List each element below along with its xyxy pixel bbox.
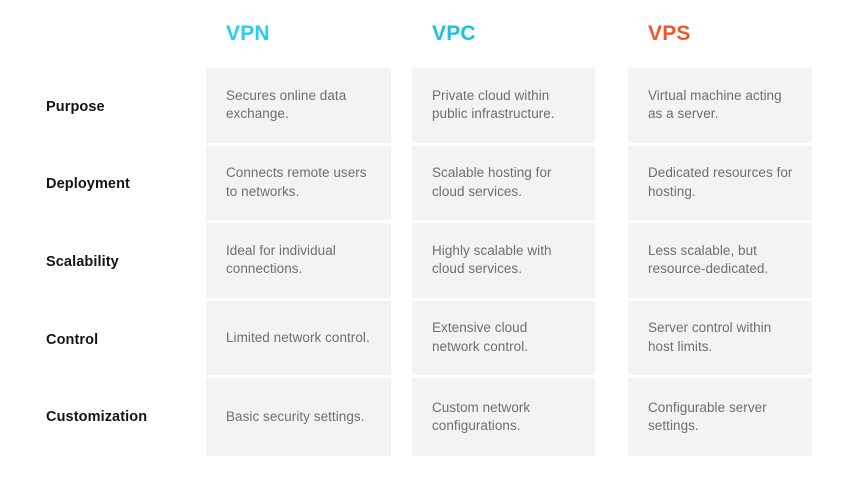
cell-purpose-vpn: Secures online data exchange. bbox=[206, 68, 391, 143]
cell-customization-vps: Configurable server settings. bbox=[628, 378, 812, 456]
cell-control-vpn: Limited network control. bbox=[206, 300, 391, 376]
column-header-vpn: VPN bbox=[226, 22, 270, 45]
cell-purpose-vpc: Private cloud within public infrastructu… bbox=[412, 68, 595, 143]
row-label-purpose: Purpose bbox=[46, 98, 105, 115]
cell-control-vpc: Extensive cloud network control. bbox=[412, 300, 595, 376]
row-label-scalability: Scalability bbox=[46, 253, 119, 270]
row-label-control: Control bbox=[46, 331, 99, 348]
cell-scalability-vpc: Highly scalable with cloud services. bbox=[412, 223, 595, 298]
column-header-vpc: VPC bbox=[432, 22, 476, 45]
cell-deployment-vpn: Connects remote users to networks. bbox=[206, 145, 391, 221]
column-header-vps: VPS bbox=[648, 22, 691, 45]
cell-customization-vpc: Custom network configurations. bbox=[412, 378, 595, 456]
row-label-deployment: Deployment bbox=[46, 176, 130, 193]
cell-scalability-vpn: Ideal for individual connections. bbox=[206, 223, 391, 298]
cell-purpose-vps: Virtual machine acting as a server. bbox=[628, 68, 812, 143]
cell-customization-vpn: Basic security settings. bbox=[206, 378, 391, 456]
cell-deployment-vps: Dedicated resources for hosting. bbox=[628, 145, 812, 221]
cell-control-vps: Server control within host limits. bbox=[628, 300, 812, 376]
cell-deployment-vpc: Scalable hosting for cloud services. bbox=[412, 145, 595, 221]
row-label-customization: Customization bbox=[46, 409, 148, 426]
cell-scalability-vps: Less scalable, but resource-dedicated. bbox=[628, 223, 812, 298]
